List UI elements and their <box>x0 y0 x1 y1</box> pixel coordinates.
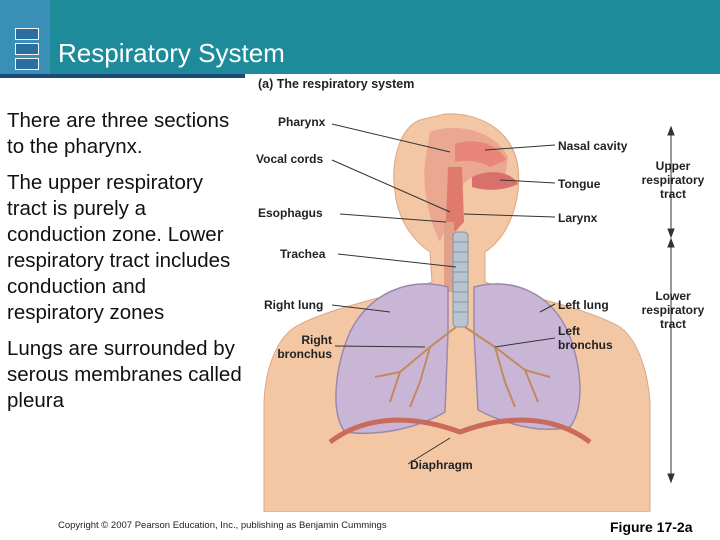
label-larynx: Larynx <box>558 211 598 225</box>
bullet-list: There are three sections to the pharynx.… <box>7 108 247 424</box>
header-bar: Respiratory System <box>0 0 720 74</box>
label-left-bronchus: Left bronchus <box>558 324 613 352</box>
label-trachea: Trachea <box>280 247 326 261</box>
copyright-notice: Copyright © 2007 Pearson Education, Inc.… <box>58 520 387 531</box>
label-upper-tract-line1: Upper <box>655 159 691 173</box>
label-right-lung: Right lung <box>264 298 324 312</box>
label-left-bronchus-line1: Left <box>558 324 580 338</box>
label-esophagus: Esophagus <box>258 206 323 220</box>
bullet-2: The upper respiratory tract is purely a … <box>7 171 231 324</box>
label-right-bronchus-line2: bronchus <box>277 347 332 361</box>
label-right-bronchus-line1: Right <box>301 333 332 347</box>
bullet-1: There are three sections to the pharynx. <box>7 109 230 158</box>
label-diaphragm: Diaphragm <box>410 458 473 472</box>
header-underline <box>0 74 245 78</box>
anatomy-illustration <box>263 113 675 512</box>
label-lower-respiratory-tract: Lower respiratory tract <box>633 289 713 331</box>
label-nasal-cavity: Nasal cavity <box>558 139 628 153</box>
label-tongue: Tongue <box>558 177 601 191</box>
label-pharynx: Pharynx <box>278 115 326 129</box>
label-upper-respiratory-tract: Upper respiratory tract <box>633 159 713 201</box>
label-lower-tract-line2: respiratory <box>641 303 705 317</box>
label-lower-tract-line3: tract <box>659 317 686 331</box>
label-vocal-cords: Vocal cords <box>256 152 324 166</box>
figure-label: Figure 17-2a <box>610 519 693 535</box>
label-upper-tract-line3: tract <box>659 187 686 201</box>
label-upper-tract-line2: respiratory <box>641 173 705 187</box>
label-right-bronchus: Right bronchus <box>268 333 332 361</box>
label-left-lung: Left lung <box>558 298 609 312</box>
bullet-3: Lungs are surrounded by serous membranes… <box>7 337 242 412</box>
label-lower-tract-line1: Lower <box>655 289 691 303</box>
label-left-bronchus-line2: bronchus <box>558 338 613 352</box>
diagram-title: (a) The respiratory system <box>258 77 415 91</box>
stack-logo-icon <box>15 28 39 70</box>
respiratory-diagram: (a) The respiratory system Pharynx Vocal… <box>250 72 720 512</box>
slide-title: Respiratory System <box>58 38 285 68</box>
